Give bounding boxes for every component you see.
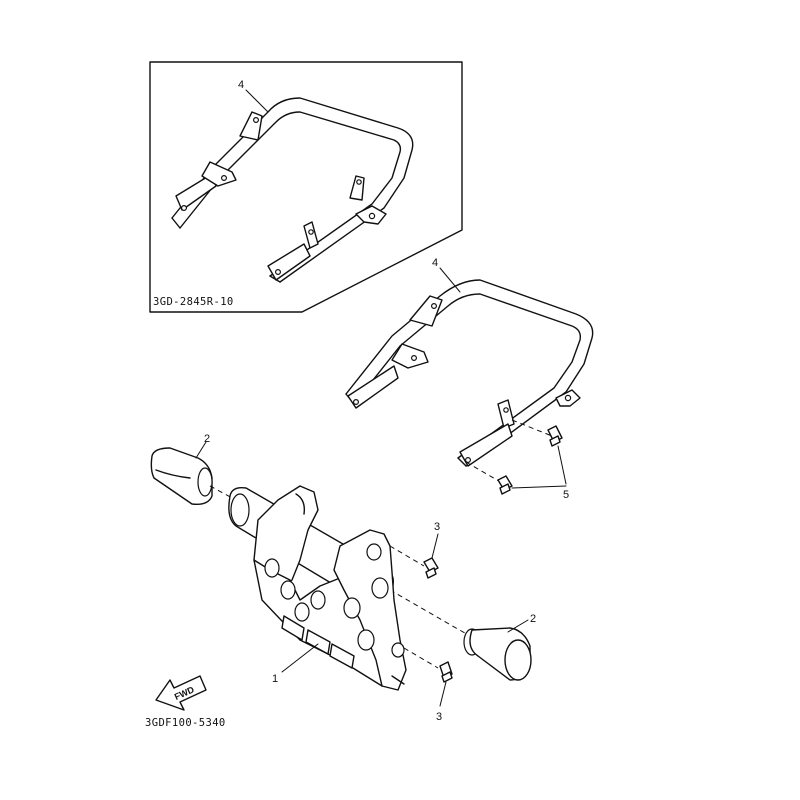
callout-5: 5 <box>511 445 569 501</box>
grab-bar <box>345 279 594 467</box>
inset-callout-4: 4 <box>238 79 269 113</box>
callout-2-bottom-label: 2 <box>530 613 536 625</box>
bolt-5-lower <box>497 475 513 495</box>
callout-2-top-label: 2 <box>204 433 210 445</box>
fwd-arrow-icon: FWD <box>155 675 207 711</box>
guard-plate <box>228 485 407 691</box>
callout-1-label: 1 <box>272 673 278 685</box>
inset-grab-bar <box>171 97 414 283</box>
inset-callout-4-label: 4 <box>238 79 244 91</box>
bolt-5-upper <box>547 425 563 447</box>
callout-1: 1 <box>272 643 319 685</box>
callout-4-label: 4 <box>432 257 438 269</box>
callout-5-label: 5 <box>563 489 569 501</box>
grip-cap-left <box>150 447 213 506</box>
screw-3-upper <box>423 557 439 579</box>
inset-box <box>149 61 463 313</box>
callout-3-top: 3 <box>431 521 440 559</box>
callout-3-top-label: 3 <box>434 521 440 533</box>
screw-3-lower <box>439 661 453 683</box>
inset-part-code: 3GD-2845R-10 <box>153 296 234 308</box>
callout-4: 4 <box>432 257 461 293</box>
grip-cap-right <box>463 627 532 681</box>
callout-3-bottom: 3 <box>436 681 447 723</box>
callout-2-bottom: 2 <box>507 613 536 633</box>
callout-3-bottom-label: 3 <box>436 711 442 723</box>
callout-2-top: 2 <box>195 433 210 459</box>
figure-part-code: 3GDF100-5340 <box>145 717 226 729</box>
